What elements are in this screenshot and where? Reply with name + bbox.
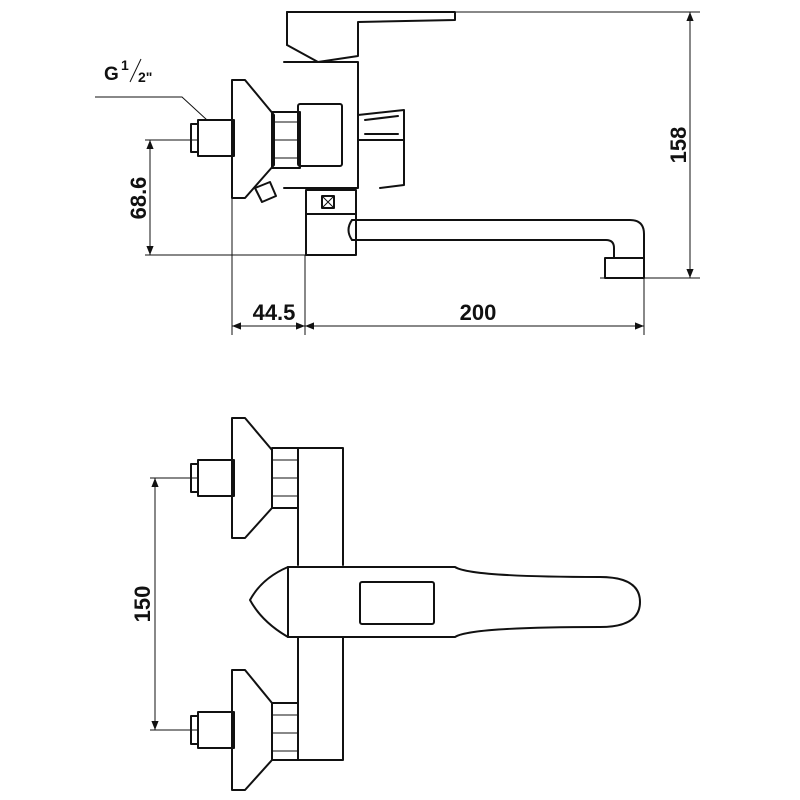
top-lever-handle [249, 566, 641, 638]
top-inlet-upper [190, 417, 299, 539]
dim-label-68-6: 68.6 [126, 177, 151, 220]
side-diverter [305, 189, 357, 215]
thread-label-g: G [104, 64, 119, 85]
top-view: 150 [130, 417, 641, 791]
dim-label-44-5: 44.5 [253, 300, 296, 325]
top-inlet-lower [190, 669, 299, 791]
side-handle-lever [286, 11, 456, 63]
thread-fraction-slash [129, 58, 142, 83]
side-view: G 1 2" 68.6 158 44.5 200 [95, 11, 700, 335]
side-body [283, 61, 405, 189]
side-set-screw [254, 181, 277, 203]
dim-label-200: 200 [460, 300, 497, 325]
dim-label-150: 150 [130, 586, 155, 623]
top-body-column [297, 447, 344, 761]
side-spout [305, 213, 645, 279]
thread-label-den: 2" [138, 69, 152, 85]
top-extension-lines [150, 477, 198, 731]
side-escutcheon [231, 79, 275, 199]
side-extension-lines [145, 11, 700, 335]
thread-leader [95, 96, 208, 121]
side-nut [271, 111, 301, 169]
dim-label-158: 158 [666, 127, 691, 164]
thread-label-num: 1 [121, 57, 129, 73]
side-inlet-pipe [190, 119, 235, 157]
